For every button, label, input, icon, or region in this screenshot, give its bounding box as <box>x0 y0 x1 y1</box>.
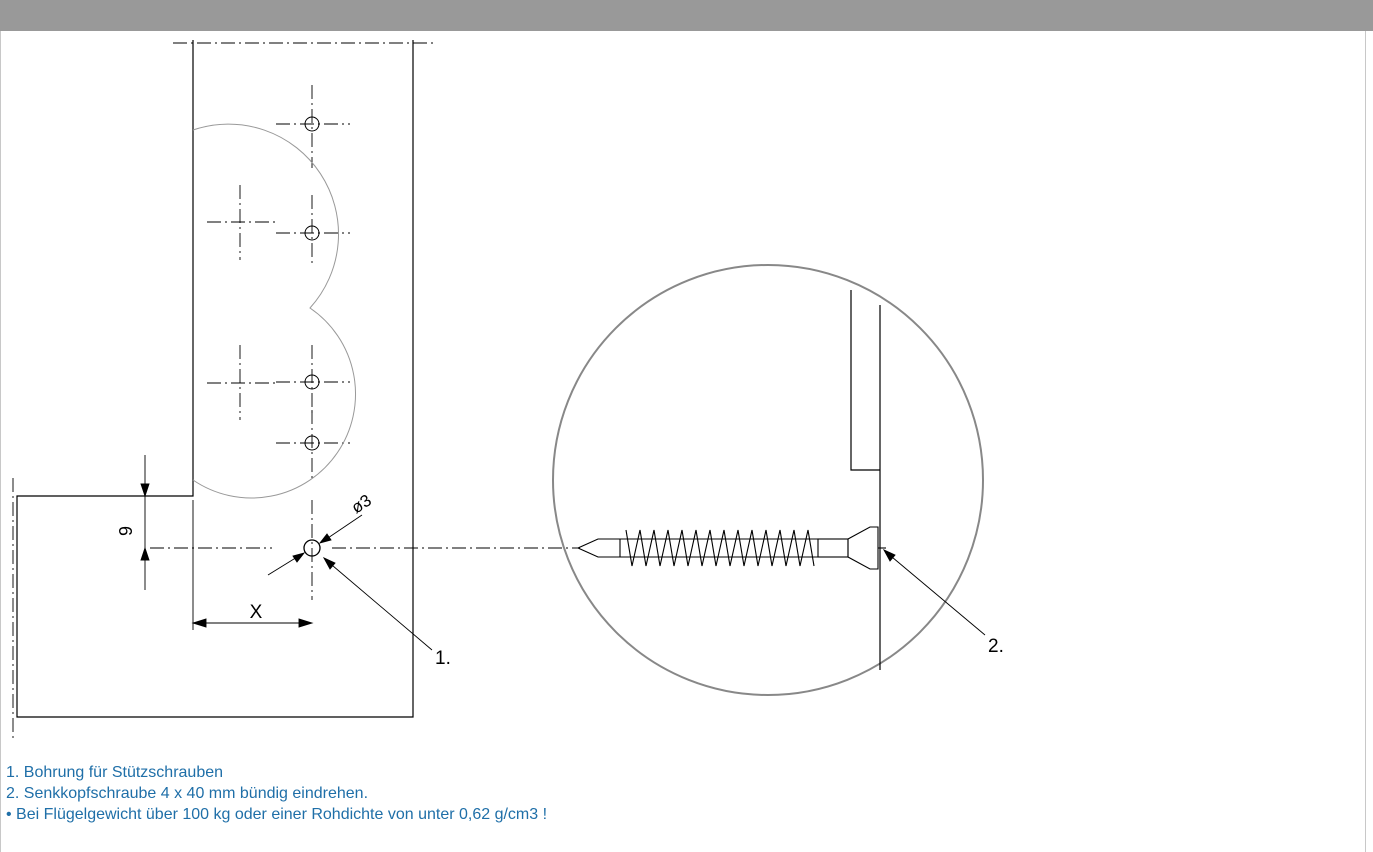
frame-outline <box>16 40 414 718</box>
centerlines <box>12 42 580 738</box>
drill-holes <box>303 116 321 557</box>
dimension-9-label: 9 <box>116 526 136 536</box>
callout-1-label: 1. <box>435 648 451 669</box>
hinge-pocket-outline <box>192 123 357 499</box>
notes-block: 1. Bohrung für Stützschrauben 2. Senkkop… <box>6 762 547 825</box>
detail-circle <box>552 264 984 696</box>
note-1: 1. Bohrung für Stützschrauben <box>6 764 224 781</box>
header-bar <box>0 0 1373 31</box>
dimension-x-label: X <box>250 602 263 623</box>
screw-drawing <box>576 526 886 570</box>
note-3: • Bei Flügelgewicht über 100 kg oder ein… <box>6 806 548 823</box>
callout-2-label: 2. <box>988 636 1004 657</box>
dimension-lines <box>135 455 433 651</box>
drawing-frame <box>0 31 1366 852</box>
note-2: 2. Senkkopfschraube 4 x 40 mm bündig ein… <box>6 785 369 802</box>
dimension-diameter-label: ø3 <box>348 491 375 518</box>
detail-frame-lines <box>850 290 881 670</box>
callout-2-leader <box>882 549 986 636</box>
